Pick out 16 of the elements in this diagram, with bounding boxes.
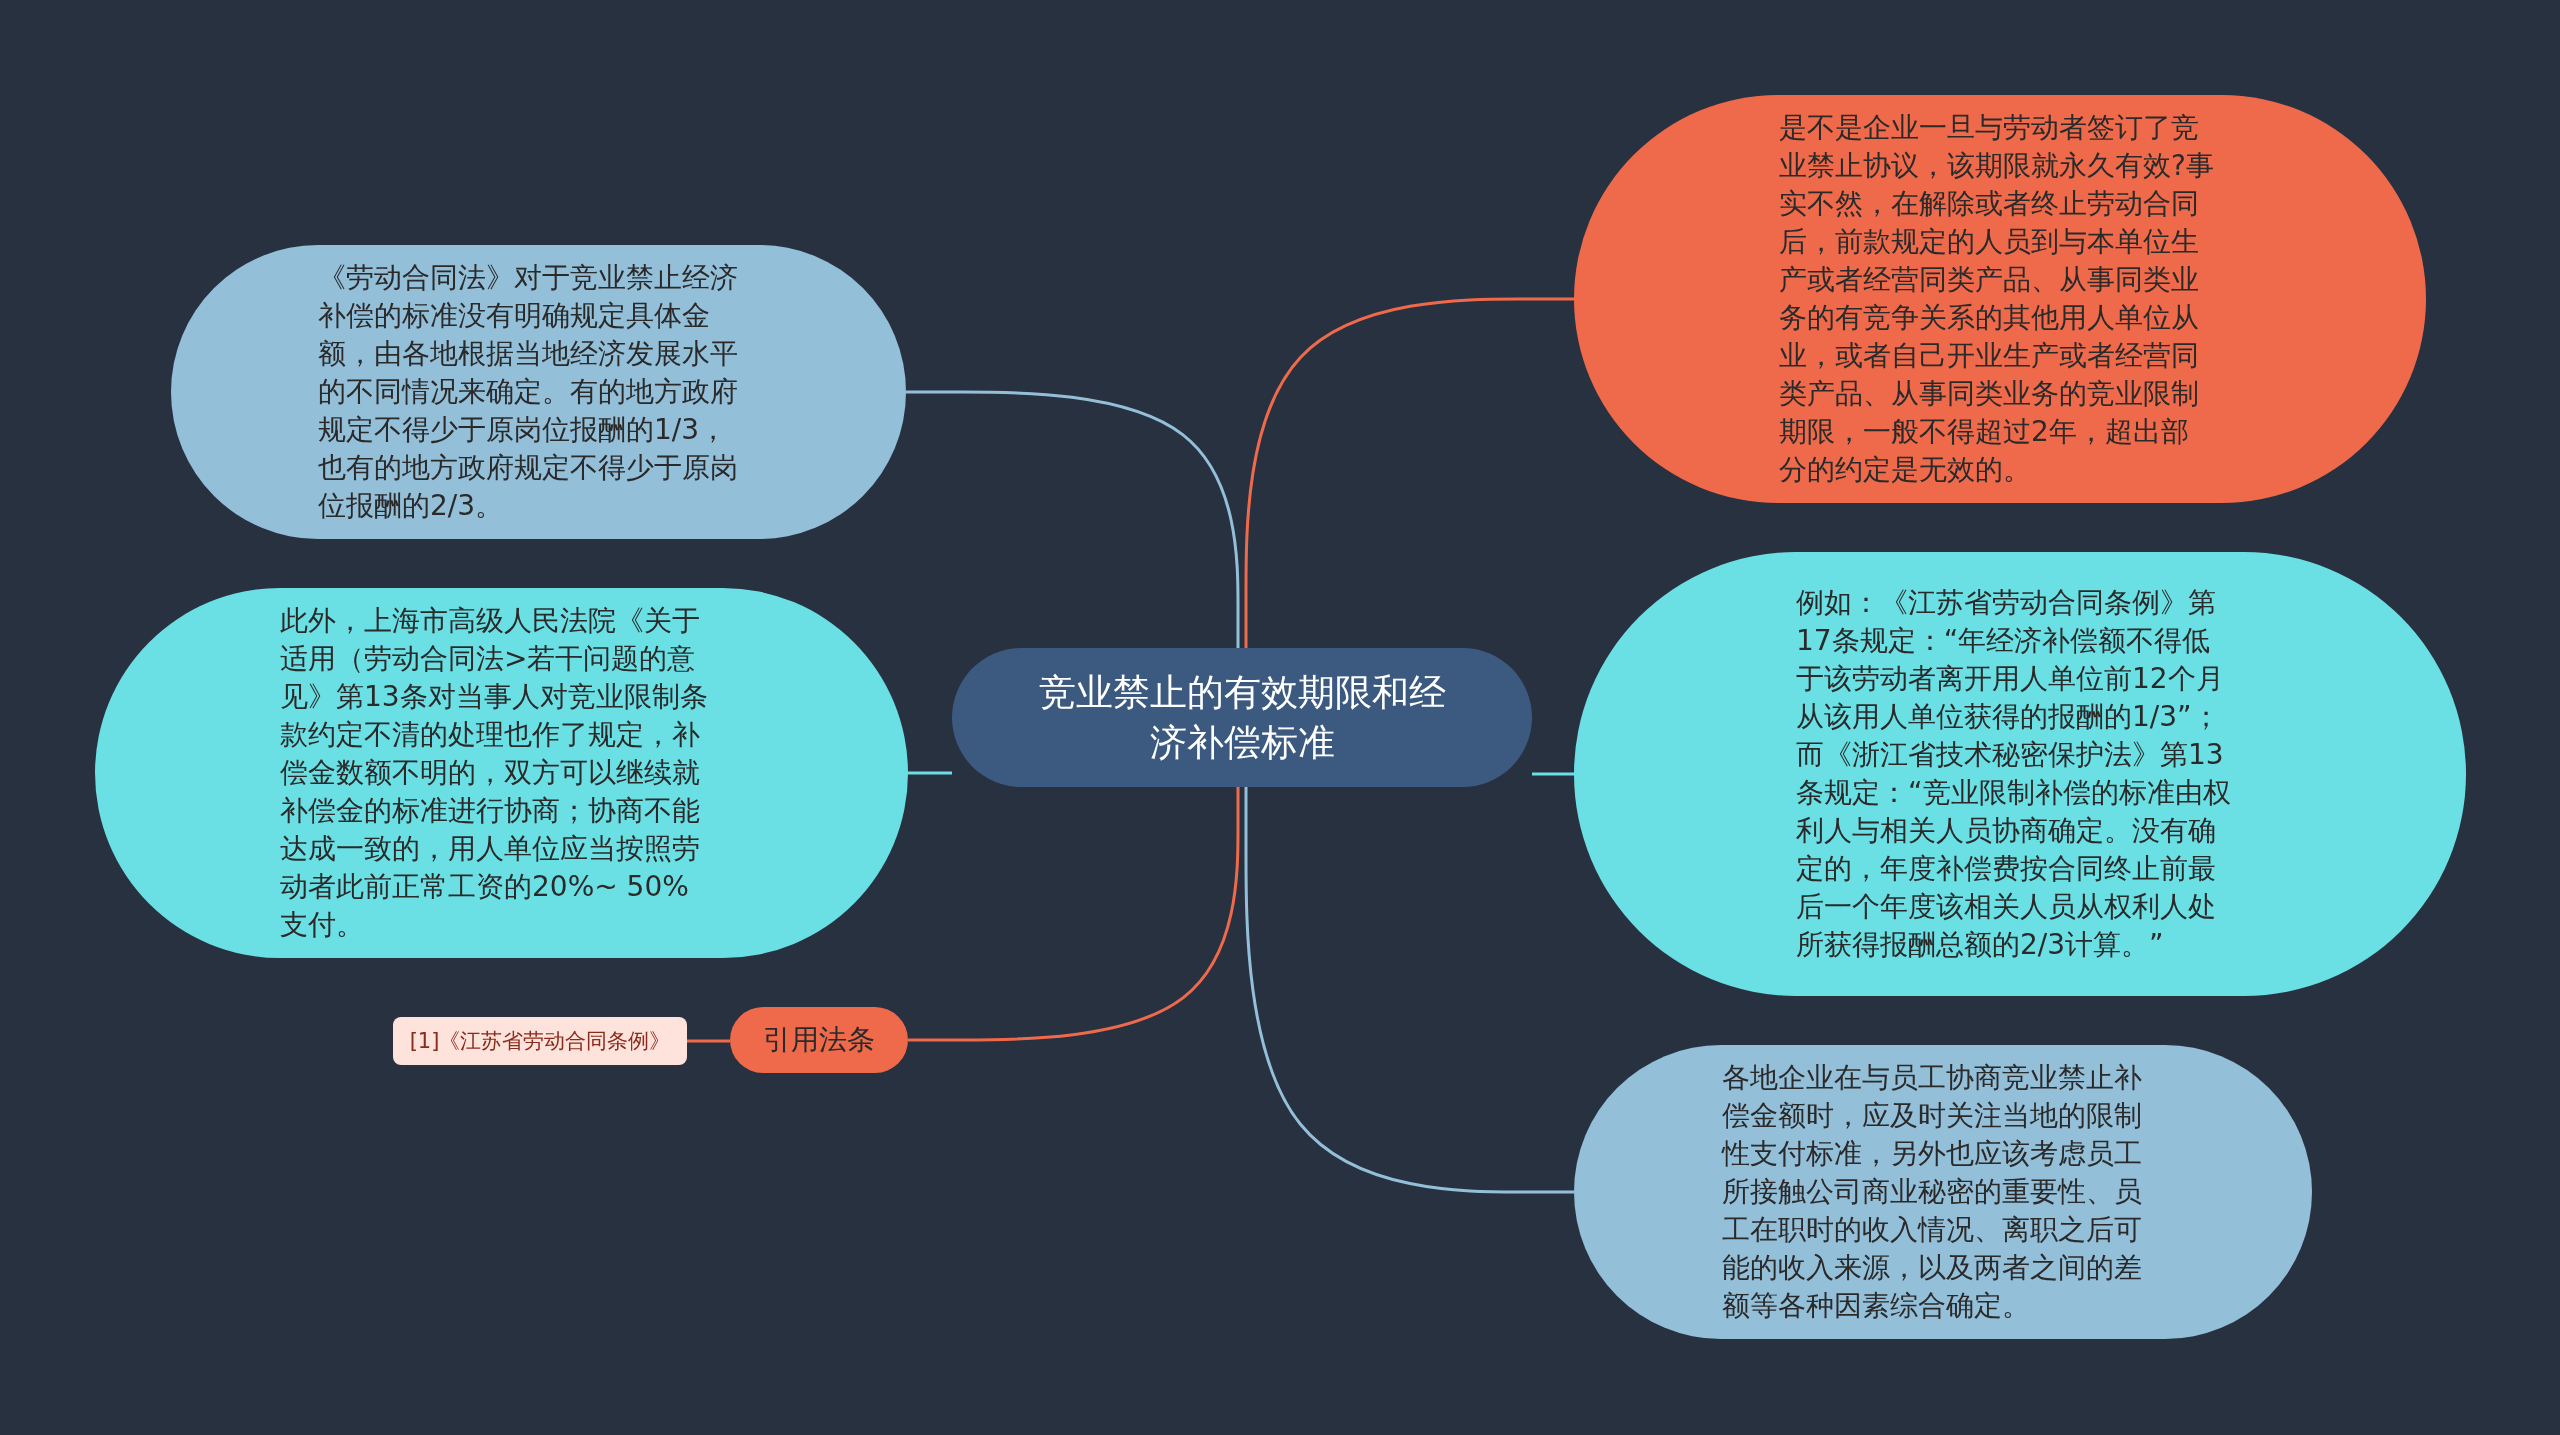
- reference-tag: [393, 1017, 687, 1065]
- topic-text: 例如：《江苏省劳动合同条例》第17条规定：“年经济补偿额不得低于该劳动者离开用人单位前12个月从该用人单位获得的报酬的1/3”；而《浙江省技术秘密保护法》第13条规定：“竞业限制补偿的标准由权利人与相关人员协商确定。没有确定的，年度补偿费按合同终止前最后一个年度该相关人员从权利人处所获得报酬总额的2/3计算。”: [1796, 585, 2232, 963]
- topic-text: 各地企业在与员工协商竞业禁止补偿金额时，应及时关注当地的限制性支付标准，另外也应该考虑员工所接触公司商业秘密的重要性、员工在职时的收入情况、离职之后可能的收入来源，以及两者之间的差额等各种因素综合确定。: [1722, 1060, 2143, 1324]
- connector-line: [687, 1039, 730, 1043]
- reference-text: [1]《江苏省劳动合同条例》: [408, 1028, 672, 1055]
- topic-text: 引用法条: [762, 1022, 876, 1058]
- connector-line: [908, 787, 1240, 1042]
- connector-line: [1244, 787, 1574, 1194]
- connector-line: [1532, 772, 1574, 776]
- topic-title: 竞业禁止的有效期限和经济补偿标准: [1037, 669, 1447, 766]
- connector-line: [1244, 297, 1574, 648]
- connector-line: [906, 390, 1240, 648]
- topic-text: 《劳动合同法》对于竞业禁止经济补偿的标准没有明确规定具体金额，由各地根据当地经济发展水平的不同情况来确定。有的地方政府规定不得少于原岗位报酬的1/3，也有的地方政府规定不得少于原岗位报酬的2/3。: [318, 260, 739, 524]
- connector-line: [908, 771, 952, 775]
- topic-text: 此外，上海市高级人民法院《关于适用（劳动合同法>若干问题的意见》第13条对当事人对竞业限制条款约定不清的处理也作了规定，补偿金数额不明的，双方可以继续就补偿金的标准进行协商；协商不能达成一致的，用人单位应当按照劳动者此前正常工资的20%~ 50%支付。: [280, 603, 709, 943]
- topic-text: 是不是企业一旦与劳动者签订了竞业禁止协议，该期限就永久有效?事实不然，在解除或者终止劳动合同后，前款规定的人员到与本单位生产或者经营同类产品、从事同类业务的有竞争关系的其他用人单位从业，或者自己开业生产或者经营同类产品、从事同类业务的竞业限制期限，一般不得超过2年，超出部分的约定是无效的。: [1779, 110, 2215, 488]
